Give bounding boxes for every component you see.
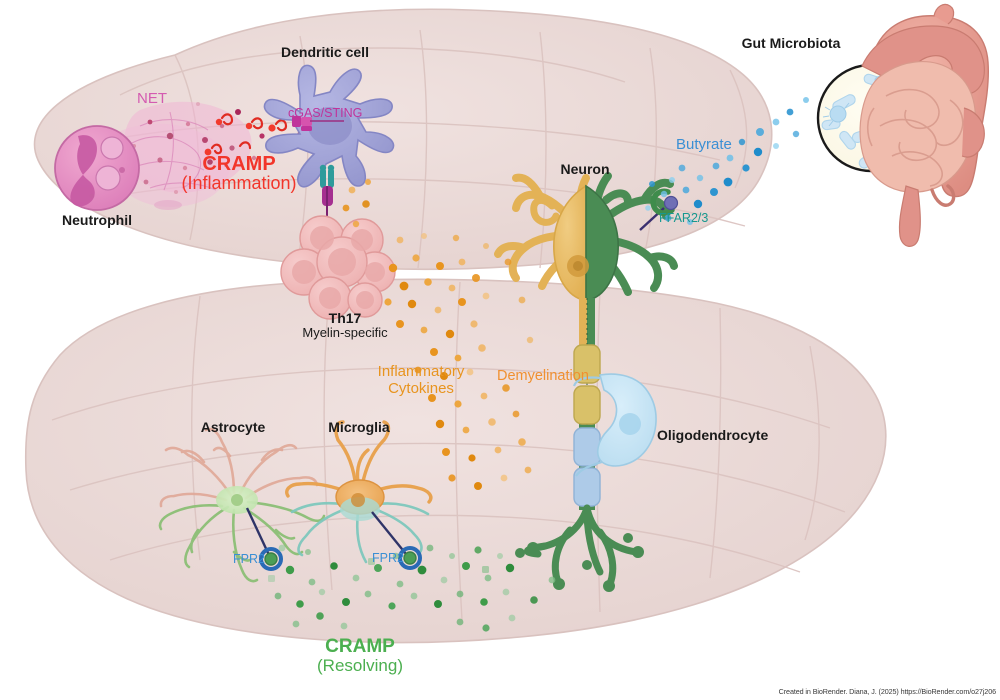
fpr2-microglia-label: FPR2 (372, 551, 404, 565)
ffar23-label: FFAR2/3 (659, 211, 709, 225)
microglia-label: Microglia (328, 419, 390, 435)
cramp-inflammation-label: CRAMP (202, 153, 276, 175)
intestine-illustration (859, 3, 990, 247)
myelin-damaged (573, 344, 601, 425)
cramp-peptides-inflammation (204, 113, 288, 156)
gut-microbiota-label: Gut Microbiota (741, 35, 841, 51)
cramp-resolving-sublabel: (Resolving) (317, 656, 403, 675)
inflammatory-cytokines-label: Inflammatory (377, 363, 465, 380)
inflammatory-cytokines-sublabel: Cytokines (388, 380, 454, 397)
th17-cell-cluster (280, 215, 396, 320)
butyrate-label: Butyrate (676, 136, 732, 153)
brain-cerebrum-lower (24, 278, 887, 644)
astrocyte-cell (158, 427, 326, 583)
biorender-attribution: Created in BioRender. Diana, J. (2025) h… (778, 687, 996, 696)
oligodendrocyte-cell (572, 373, 657, 477)
oligodendrocyte-label: Oligodendrocyte (657, 427, 769, 443)
neuron-label: Neuron (560, 161, 610, 177)
astrocyte-label: Astrocyte (200, 419, 266, 435)
cramp-resolving-label: CRAMP (325, 636, 395, 657)
inflammatory-cytokine-particles (342, 179, 534, 490)
cgas-sting-label: cGAS/STING (288, 106, 363, 120)
butyrate-particles (645, 97, 809, 225)
fpr2-receptor-microglia (371, 511, 422, 570)
th17-label: Th17 (328, 310, 362, 326)
fpr2-receptor-astrocyte (245, 507, 283, 571)
cgas-sting-receptor (292, 116, 344, 131)
th17-sublabel: Myelin-specific (302, 325, 388, 340)
neutrophil-label: Neutrophil (62, 212, 132, 228)
dendritic-cell-body (263, 64, 395, 188)
net-label: NET (137, 90, 167, 107)
neutrophil-cell (54, 125, 140, 211)
dendritic-cell-label: Dendritic cell (281, 44, 369, 60)
cramp-inflammation-sublabel: (Inflammation) (181, 173, 297, 193)
fpr2-astrocyte-label: FPR2 (233, 552, 265, 566)
neuron-cell (494, 172, 678, 592)
cramp-resolving-particles (268, 544, 556, 632)
demyelination-label: Demyelination (497, 368, 589, 384)
